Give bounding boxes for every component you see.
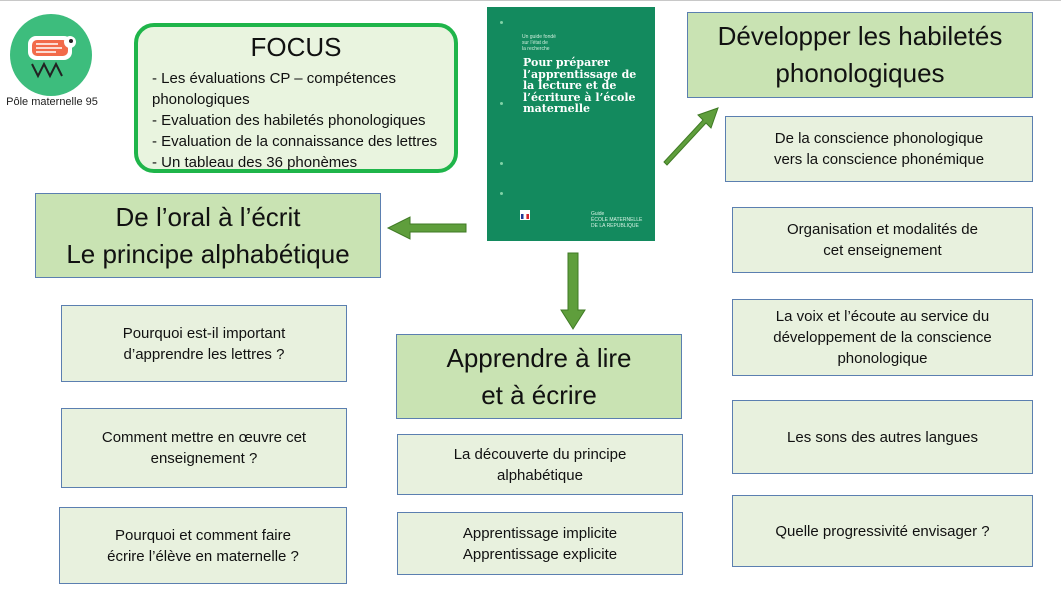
cover-dot	[500, 21, 503, 24]
cover-dot	[500, 102, 503, 105]
cover-dot	[500, 162, 503, 165]
header-line: Développer les habiletés	[717, 21, 1003, 51]
arrow-left	[386, 216, 467, 240]
focus-box: FOCUS - Les évaluations CP – compétences…	[134, 23, 458, 173]
card-line: De la conscience phonologique	[774, 130, 984, 147]
card-line: développement de la conscience	[773, 329, 992, 346]
card-line: vers la conscience phonémique	[773, 151, 985, 168]
card-mettre-en-oeuvre: Comment mettre en œuvre cet enseignement…	[61, 408, 347, 488]
card-line: Apprentissage implicite	[462, 524, 618, 542]
logo-caption: Pôle maternelle 95	[6, 96, 98, 108]
cover-dot	[500, 192, 503, 195]
card-line: Apprentissage explicite	[462, 545, 618, 563]
cover-footer: Guide ÉCOLE MATERNELLE DE LA REPUBLIQUE	[591, 211, 643, 229]
focus-item: - Les évaluations CP – compétences	[152, 70, 397, 87]
card-line: enseignement ?	[150, 450, 258, 467]
card-line: phonologique	[837, 350, 928, 367]
header-line: phonologiques	[775, 58, 945, 88]
top-divider	[0, 0, 1061, 1]
header-apprendre-lire: Apprendre à lire et à écrire	[396, 334, 682, 419]
card-sons-autres-langues: Les sons des autres langues	[732, 400, 1033, 474]
header-line: Le principe alphabétique	[66, 238, 350, 269]
card-line: La voix et l’écoute au service du	[775, 308, 990, 325]
focus-item: - Un tableau des 36 phonèmes	[152, 154, 358, 171]
card-line: Pourquoi est-il important	[122, 324, 286, 342]
card-line: Comment mettre en œuvre cet	[101, 429, 307, 446]
card-line: cet enseignement	[823, 242, 942, 259]
guide-cover-image: Un guide fondé sur l’état de la recherch…	[487, 7, 655, 241]
focus-item: phonologiques	[152, 91, 250, 108]
arrow-up-right	[663, 107, 719, 166]
card-line: La découverte du principe	[453, 445, 627, 463]
header-habiletes-phonologiques: Développer les habiletés phonologiques	[687, 12, 1033, 98]
card-faire-ecrire: Pourquoi et comment faire écrire l’élève…	[59, 507, 347, 584]
focus-title: FOCUS	[250, 32, 342, 62]
focus-list: - Les évaluations CP – compétences phono…	[152, 68, 437, 173]
card-line: alphabétique	[497, 466, 583, 484]
logo	[10, 14, 92, 96]
card-line: Organisation et modalités de	[787, 221, 978, 238]
card-conscience-phonemique: De la conscience phonologique vers la co…	[725, 116, 1033, 182]
card-voix-ecoute: La voix et l’écoute au service du dévelo…	[732, 299, 1033, 376]
header-line: et à écrire	[481, 379, 597, 410]
header-line: De l’oral à l’écrit	[115, 201, 301, 232]
card-implicite-explicite: Apprentissage implicite Apprentissage ex…	[397, 512, 683, 575]
focus-item: - Evaluation de la connaissance des lett…	[152, 133, 438, 150]
header-oral-ecrit: De l’oral à l’écrit Le principe alphabét…	[35, 193, 381, 278]
card-line: Pourquoi et comment faire	[115, 526, 291, 544]
card-pourquoi-lettres: Pourquoi est-il important d’apprendre le…	[61, 305, 347, 382]
sewing-machine-mascot-icon	[28, 36, 76, 79]
card-line: Quelle progressivité envisager ?	[775, 522, 990, 540]
card-line: écrire l’élève en maternelle ?	[107, 547, 299, 565]
republic-logo-icon	[520, 210, 530, 220]
card-line: d’apprendre les lettres ?	[123, 345, 285, 363]
card-organisation-modalites: Organisation et modalités de cet enseign…	[732, 207, 1033, 273]
card-progressivite: Quelle progressivité envisager ?	[732, 495, 1033, 567]
cover-title: Pour préparer l’apprentissage de la lect…	[523, 56, 637, 115]
header-line: Apprendre à lire	[446, 342, 632, 373]
focus-item: - Evaluation des habiletés phonologiques	[152, 112, 426, 129]
arrow-down	[560, 252, 586, 330]
card-principe-alphabetique: La découverte du principe alphabétique	[397, 434, 683, 495]
cover-small-text: Un guide fondé sur l’état de la recherch…	[522, 34, 556, 52]
card-line: Les sons des autres langues	[787, 428, 978, 446]
